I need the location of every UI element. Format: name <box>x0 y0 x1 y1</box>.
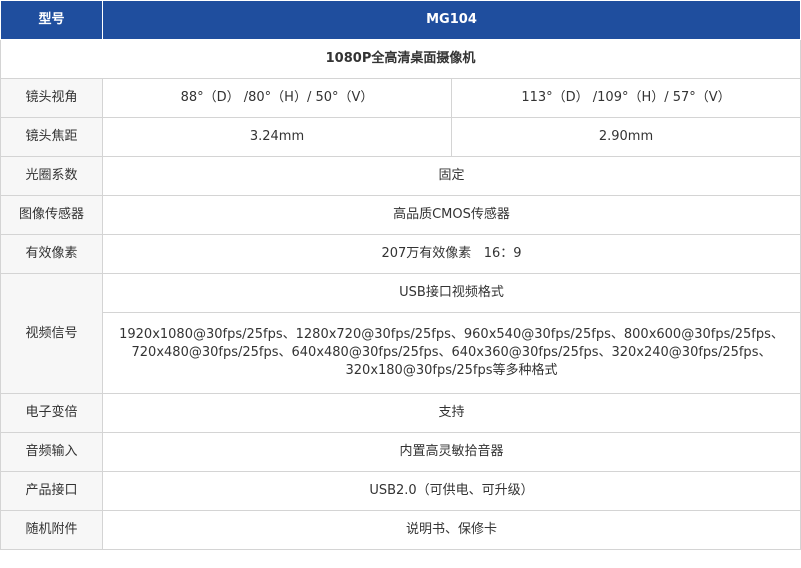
row-video-format: 视频信号 USB接口视频格式 <box>0 273 801 394</box>
interface-value: USB2.0（可供电、可升级） <box>102 471 801 511</box>
product-subtitle: 1080P全高清桌面摄像机 <box>0 39 801 79</box>
sensor-label: 图像传感器 <box>0 195 103 235</box>
row-zoom: 电子变倍 支持 <box>0 393 801 433</box>
pixels-label: 有效像素 <box>0 234 103 274</box>
video-format-value: USB接口视频格式 <box>102 273 801 313</box>
row-video-resolutions: 1920x1080@30fps/25fps、1280x720@30fps/25f… <box>1 312 801 394</box>
focal-length-value-b: 2.90mm <box>451 117 801 157</box>
lens-angle-label: 镜头视角 <box>0 78 103 118</box>
row-aperture: 光圈系数 固定 <box>0 156 801 196</box>
lens-angle-value-b: 113°（D） /109°（H）/ 57°（V） <box>451 78 801 118</box>
model-value: MG104 <box>102 0 801 40</box>
subtitle-row: 1080P全高清桌面摄像机 <box>0 39 801 79</box>
aperture-value: 固定 <box>102 156 801 196</box>
accessories-label: 随机附件 <box>0 510 103 550</box>
row-audio: 音频输入 内置高灵敏拾音器 <box>0 432 801 472</box>
video-resolutions-value: 1920x1080@30fps/25fps、1280x720@30fps/25f… <box>102 312 801 394</box>
zoom-value: 支持 <box>102 393 801 433</box>
model-label: 型号 <box>0 0 103 40</box>
focal-length-value-a: 3.24mm <box>102 117 452 157</box>
row-pixels: 有效像素 207万有效像素 16：9 <box>0 234 801 274</box>
row-sensor: 图像传感器 高品质CMOS传感器 <box>0 195 801 235</box>
header-row: 型号 MG104 <box>0 0 801 40</box>
audio-value: 内置高灵敏拾音器 <box>102 432 801 472</box>
row-focal-length: 镜头焦距 3.24mm 2.90mm <box>0 117 801 157</box>
row-accessories: 随机附件 说明书、保修卡 <box>0 510 801 550</box>
focal-length-label: 镜头焦距 <box>0 117 103 157</box>
audio-label: 音频输入 <box>0 432 103 472</box>
spec-table: 型号 MG104 1080P全高清桌面摄像机 镜头视角 88°（D） /80°（… <box>0 0 801 550</box>
row-lens-angle: 镜头视角 88°（D） /80°（H）/ 50°（V） 113°（D） /109… <box>0 78 801 118</box>
lens-angle-value-a: 88°（D） /80°（H）/ 50°（V） <box>102 78 452 118</box>
accessories-value: 说明书、保修卡 <box>102 510 801 550</box>
aperture-label: 光圈系数 <box>0 156 103 196</box>
zoom-label: 电子变倍 <box>0 393 103 433</box>
row-interface: 产品接口 USB2.0（可供电、可升级） <box>0 471 801 511</box>
pixels-value: 207万有效像素 16：9 <box>102 234 801 274</box>
sensor-value: 高品质CMOS传感器 <box>102 195 801 235</box>
video-label: 视频信号 <box>0 273 103 394</box>
interface-label: 产品接口 <box>0 471 103 511</box>
